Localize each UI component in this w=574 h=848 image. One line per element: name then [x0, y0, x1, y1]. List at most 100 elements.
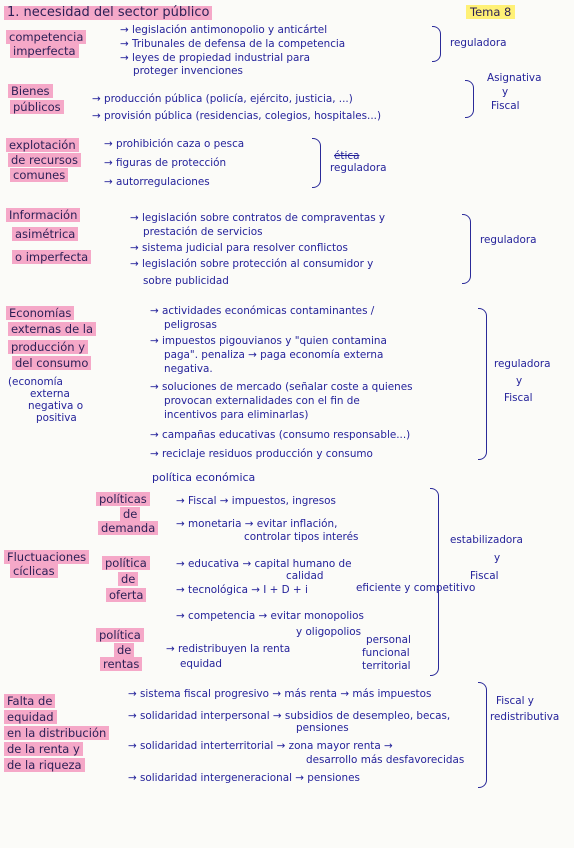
page-title: 1. necesidad del sector público [4, 6, 213, 20]
tag: y [502, 86, 509, 98]
brace [462, 214, 471, 284]
item: equidad [180, 658, 223, 670]
item: → producción pública (policía, ejército,… [92, 93, 353, 105]
item: → impuestos pigouvianos y "quien contami… [150, 335, 387, 347]
label-de: de [118, 572, 139, 586]
item: → Tribunales de defensa de la competenci… [120, 38, 346, 50]
tag: reguladora [450, 37, 507, 49]
item: → legislación antimonopolio y anticártel [120, 24, 328, 36]
label-fluctuaciones: Fluctuaciones [4, 550, 90, 564]
tag: Asignativa [487, 72, 542, 84]
tag: y [516, 375, 523, 387]
note: negativa o [28, 400, 84, 412]
tag: Fiscal [504, 392, 533, 404]
item: → reciclaje residuos producción y consum… [150, 448, 373, 460]
label-imperfecta: imperfecta [10, 44, 79, 58]
tag: y [494, 552, 501, 564]
label-bienes: Bienes [8, 84, 53, 98]
item: eficiente y competitivo [356, 582, 476, 594]
label-rentas: rentas [100, 657, 143, 671]
item: → soluciones de mercado (señalar coste a… [150, 381, 413, 393]
tag: estabilizadora [450, 534, 523, 546]
tag: reguladora [494, 358, 551, 370]
brace [430, 488, 439, 676]
item: → legislación sobre protección al consum… [130, 258, 374, 270]
label-publicos: públicos [10, 100, 64, 114]
brace [465, 80, 474, 118]
item: → redistribuyen la renta [166, 643, 291, 655]
item: sobre publicidad [143, 275, 229, 287]
item: → solidaridad interpersonal → subsidios … [128, 710, 451, 722]
label-competencia: competencia [6, 30, 87, 44]
tag: Fiscal [491, 100, 520, 112]
note: (economía [8, 376, 63, 388]
label-falta: Falta de [4, 694, 56, 708]
item: → autorregulaciones [104, 176, 210, 188]
item: → tecnológica → I + D + i [176, 584, 308, 596]
brace [478, 682, 487, 788]
label-equidad: equidad [4, 710, 57, 724]
tag-struck: ética [334, 150, 360, 162]
item: desarrollo más desfavorecidas [306, 754, 465, 766]
label-demanda: demanda [98, 521, 159, 535]
item: → figuras de protección [104, 157, 227, 169]
item: → provisión pública (residencias, colegi… [92, 110, 382, 122]
item: negativa. [164, 363, 213, 375]
item: proteger invenciones [133, 65, 243, 77]
label-informacion: Información [6, 208, 81, 222]
label-recursos: de recursos [8, 153, 81, 167]
item: provocan externalidades con el fin de [164, 395, 360, 407]
label-riqueza: de la riqueza [4, 758, 85, 772]
item: → campañas educativas (consumo responsab… [150, 429, 411, 441]
item: territorial [362, 660, 411, 672]
item: → leyes de propiedad industrial para [120, 52, 311, 64]
item: → sistema judicial para resolver conflic… [130, 242, 348, 254]
label-explotacion: explotación [6, 138, 79, 152]
item: prestación de servicios [143, 226, 263, 238]
tag: Fiscal y [496, 695, 534, 707]
tag: reguladora [330, 162, 387, 174]
label-politica-rentas: política [96, 628, 144, 642]
item: → legislación sobre contratos de comprav… [130, 212, 386, 224]
label-o-imperfecta: o imperfecta [12, 250, 92, 264]
label-de: de [120, 507, 141, 521]
item: controlar tipos interés [244, 531, 359, 543]
brace [478, 308, 487, 460]
item: → Fiscal → impuestos, ingresos [176, 495, 336, 507]
item: → competencia → evitar monopolios [176, 610, 364, 622]
label-asimetrica: asimétrica [12, 227, 79, 241]
heading-politica-economica: política económica [152, 471, 256, 484]
label-de: de [114, 643, 135, 657]
item: y oligopolios [296, 626, 362, 638]
label-consumo: del consumo [12, 356, 92, 370]
tema-badge: Tema 8 [466, 5, 516, 19]
item: → prohibición caza o pesca [104, 138, 245, 150]
item: → solidaridad interterritorial → zona ma… [128, 740, 393, 752]
item: → monetaria → evitar inflación, [176, 518, 338, 530]
label-comunes: comunes [10, 168, 69, 182]
item: calidad [286, 570, 324, 582]
tag: Fiscal [470, 570, 499, 582]
note: externa [30, 388, 70, 400]
label-ciclicas: cíclicas [10, 564, 58, 578]
item: → solidaridad intergeneracional → pensio… [128, 772, 360, 784]
label-externas: externas de la [8, 322, 97, 336]
item: → sistema fiscal progresivo → más renta … [128, 688, 432, 700]
item: paga". penaliza → paga economía externa [164, 349, 384, 361]
item: → educativa → capital humano de [176, 558, 352, 570]
label-politicas-demanda: políticas [96, 492, 150, 506]
brace [432, 26, 441, 62]
item: pensiones [296, 722, 349, 734]
label-oferta: oferta [106, 588, 147, 602]
item: → actividades económicas contaminantes / [150, 305, 375, 317]
item: incentivos para eliminarlas) [164, 409, 309, 421]
tag: redistributiva [490, 711, 560, 723]
item: personal [366, 634, 411, 646]
label-economias: Economías [6, 306, 75, 320]
label-distribucion: en la distribución [4, 726, 110, 740]
brace [312, 138, 321, 188]
note: positiva [36, 412, 77, 424]
label-renta: de la renta y [4, 742, 83, 756]
tag: reguladora [480, 234, 537, 246]
